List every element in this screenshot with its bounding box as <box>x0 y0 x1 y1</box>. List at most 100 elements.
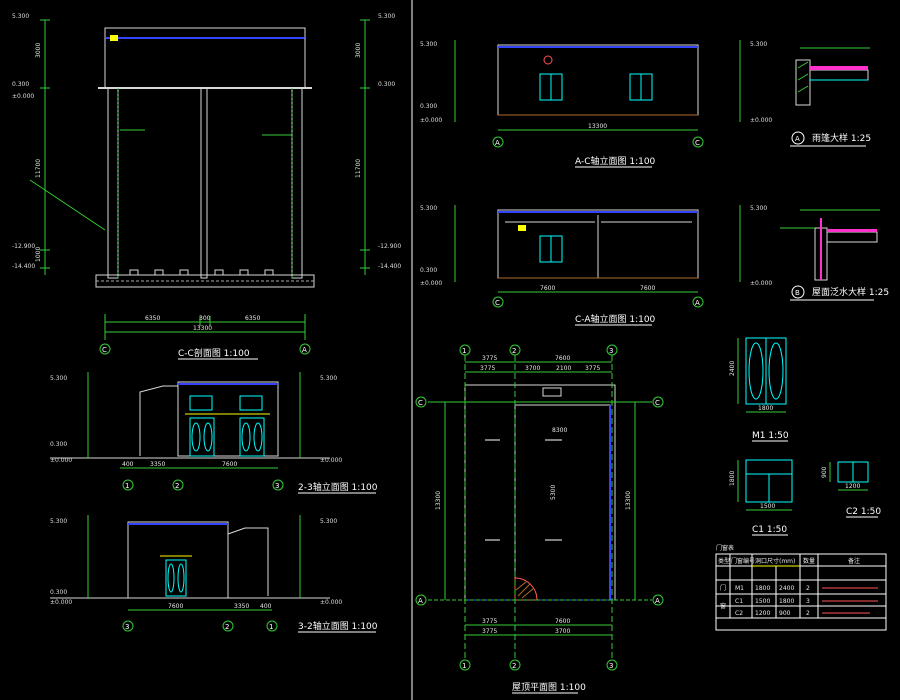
plan-axis-2-bot: 2 <box>512 662 516 670</box>
plan-dim-in1: 8300 <box>552 427 567 434</box>
table-col-code: 门窗编号 <box>731 557 755 565</box>
cc-axis-a-bubble <box>299 343 311 355</box>
cc-leader-1 <box>29 179 106 231</box>
elev-ca: 5.300 0.300 ±0.000 5.300 ±0.000 7600 760… <box>420 205 772 326</box>
plan-axis-2-bot-bubble <box>509 659 521 671</box>
e32-axis-2: 2 <box>225 623 229 631</box>
table-col-note: 备注 <box>848 557 860 565</box>
c1-dim-h: 1800 <box>729 471 736 486</box>
cc-elev-m14: -14.400 <box>12 263 35 270</box>
plan-dim-side-r: 13300 <box>625 491 632 510</box>
elev-ac: 5.300 0.300 ±0.000 5.300 ±0.000 13300 A … <box>420 40 772 168</box>
cc-elev-zero: ±0.000 <box>12 93 34 100</box>
window-c2: 1200 900 C2 1:50 <box>821 461 881 518</box>
cc-elev-mid: 0.300 <box>12 81 29 88</box>
eca-marker <box>518 225 526 231</box>
e23-window-2 <box>239 395 263 411</box>
eac-elev-zero: ±0.000 <box>420 117 442 124</box>
eac-axis-a-bubble <box>492 136 504 148</box>
roof-plan: 3775 7600 3775 3700 2100 3775 3775 7600 … <box>415 344 664 694</box>
plan-axis-1-bot-bubble <box>459 659 471 671</box>
detail-a-title: 雨篷大样 1:25 <box>812 132 871 144</box>
plan-axis-3-bot: 3 <box>609 662 613 670</box>
plan-axis-a-left-bubble <box>415 594 427 606</box>
e23-elev-mid: 0.300 <box>50 441 67 448</box>
elev-23: 5.300 0.300 ±0.000 5.300 ±0.000 400 3350… <box>50 372 378 494</box>
e23-dim-b: 3350 <box>150 461 165 468</box>
detail-a: A 雨篷大样 1:25 <box>790 47 871 147</box>
e23-axis-3-bubble <box>272 479 284 491</box>
plan-axis-a-right: A <box>655 597 660 605</box>
table-col-qty: 数量 <box>803 557 815 565</box>
plan-axis-2-top-bubble <box>509 344 521 356</box>
cc-axis-c: C <box>102 346 107 354</box>
e32-dim-right: 3350 <box>234 603 249 610</box>
plan-hatch <box>542 387 562 397</box>
cc-dim-ht-top-r: 3000 <box>355 43 362 58</box>
plan-axis-c-left-bubble <box>415 396 427 408</box>
da-membrane <box>810 66 868 70</box>
cc-wall-right <box>291 87 303 279</box>
elev-ca-title: C-A轴立面图 1:100 <box>575 313 656 325</box>
plan-axis-3-bot-bubble <box>606 659 618 671</box>
c2-dim-h: 900 <box>821 466 828 478</box>
plan-dim-sub3: 2100 <box>556 365 571 372</box>
cc-dim-ht-low: 1000 <box>35 247 42 262</box>
table-r1-q: 2 <box>806 585 810 592</box>
eca-elev-mid: 0.300 <box>420 267 437 274</box>
plan-dim-top1: 3775 <box>482 355 497 362</box>
cc-dim-mid: 300 <box>199 315 211 322</box>
cc-hdim-ticks <box>104 314 306 340</box>
e23-axis-2-bubble <box>172 479 184 491</box>
cc-vdim-ticks <box>40 19 370 269</box>
table-r3-q: 2 <box>806 610 810 617</box>
e23-axis-1-bubble <box>122 479 134 491</box>
plan-axis-3-top-bubble <box>606 344 618 356</box>
plan-dim-sub4: 3775 <box>585 365 600 372</box>
e23-elev-top-r: 5.300 <box>320 375 337 382</box>
e32-axis-2-bubble <box>222 620 234 632</box>
cc-dim-left: 6350 <box>145 315 160 322</box>
cc-dim-ht-top: 3000 <box>35 43 42 58</box>
m1-dim-w: 1800 <box>758 405 773 412</box>
e32-dim-total: 7600 <box>168 603 183 610</box>
table-r1-h: 2400 <box>779 585 794 592</box>
cc-roof-marker <box>110 35 118 41</box>
eac-elev-zero-r: ±0.000 <box>750 117 772 124</box>
e23-door-leaves <box>191 422 263 452</box>
e23-dim-c: 7600 <box>222 461 237 468</box>
plan-axis-3-top: 3 <box>609 347 613 355</box>
table-r3-h: 900 <box>779 610 791 617</box>
e32-elev-top-r: 5.300 <box>320 518 337 525</box>
schedule-table: 门窗表 类型 门窗编号 洞口尺寸(mm) 数量 备注 门 窗 M1 1800 2… <box>715 544 887 631</box>
cc-dim-right: 6350 <box>245 315 260 322</box>
cc-elev-m14-r: -14.400 <box>378 263 401 270</box>
table-border <box>715 553 887 631</box>
cc-axis-a: A <box>302 346 307 354</box>
plan-dim-sub1: 3775 <box>480 365 495 372</box>
cc-dim-total: 13300 <box>193 325 212 332</box>
da-mark-bubble <box>791 131 805 145</box>
cc-axis-c-bubble <box>99 343 111 355</box>
eca-dim-left: 7600 <box>540 285 555 292</box>
cc-base-blocks <box>129 269 274 276</box>
plan-axis-c-left: C <box>418 399 423 407</box>
plan-axis-a-left: A <box>418 597 423 605</box>
e32-door <box>165 559 187 597</box>
db-membrane <box>827 229 877 232</box>
detail-b: B 屋面泛水大样 1:25 <box>780 209 889 301</box>
cc-elev-top-r: 5.300 <box>378 13 395 20</box>
eac-axis-c-bubble <box>692 136 704 148</box>
plan-axis-1-top: 1 <box>462 347 466 355</box>
cc-dim-ht-mid-r: 11700 <box>355 159 362 178</box>
cc-elev-m12-r: -12.900 <box>378 243 401 250</box>
table-r1-code: M1 <box>735 585 744 592</box>
da-mark: A <box>795 135 800 143</box>
door-m1: 1800 2400 M1 1:50 <box>729 337 789 442</box>
window-c2-title: C2 1:50 <box>846 507 881 517</box>
table-grid <box>716 554 886 619</box>
e23-elev-zero-r: ±0.000 <box>320 457 342 464</box>
e32-elev-mid: 0.300 <box>50 589 67 596</box>
e32-axis-1: 1 <box>269 623 273 631</box>
